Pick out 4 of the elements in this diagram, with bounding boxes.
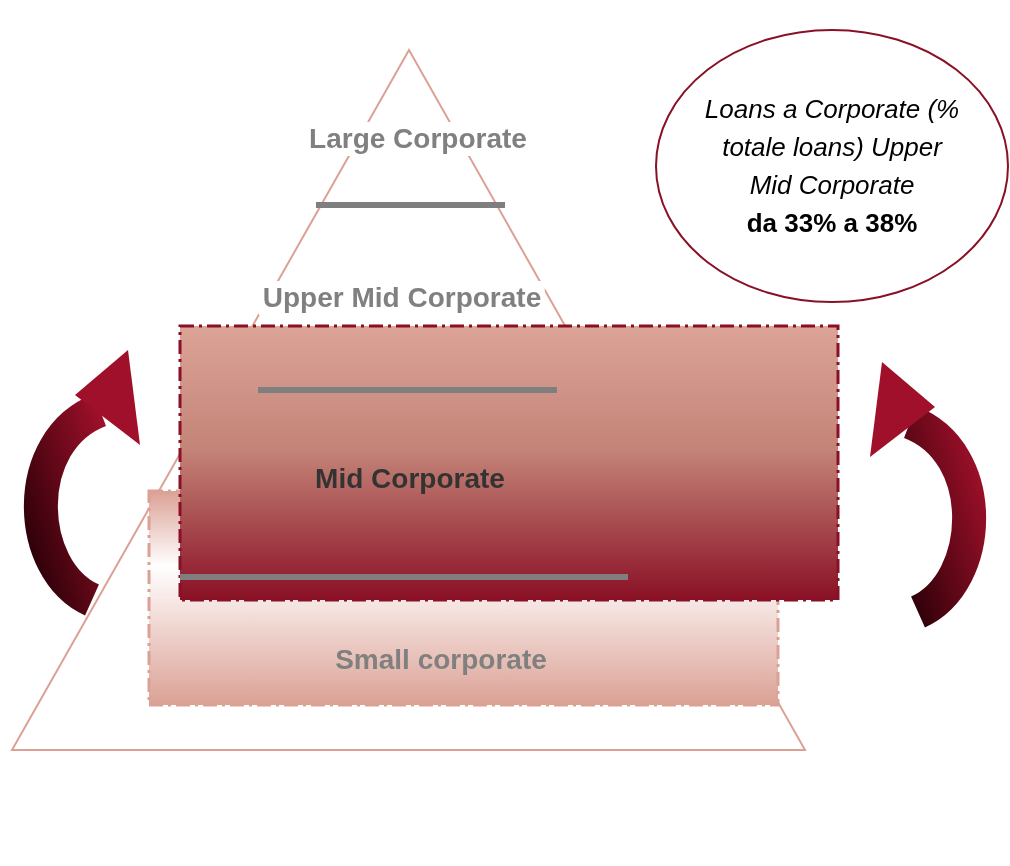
tier-label: Upper Mid Corporate (258, 281, 546, 315)
callout-value: da 33% a 38% (746, 207, 918, 240)
tier-label: Mid Corporate (315, 462, 505, 496)
tier-label: Small corporate (335, 643, 547, 677)
